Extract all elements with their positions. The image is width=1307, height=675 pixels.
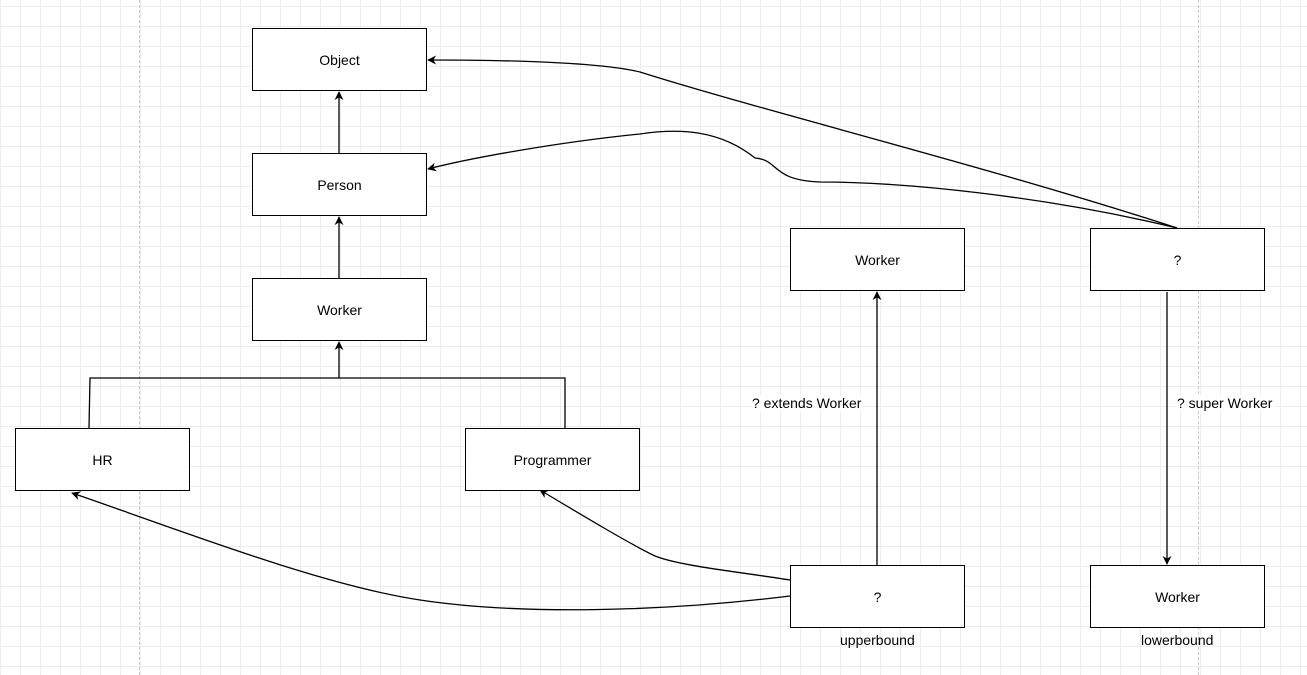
node-upper-target-label: Worker (855, 251, 900, 268)
node-object-label: Object (319, 51, 360, 68)
node-upper-wildcard-label: ? (873, 588, 882, 605)
node-upper-wildcard[interactable]: ? (790, 565, 965, 628)
edge-wildcard-to-person (427, 130, 1178, 229)
node-upper-target-worker[interactable]: Worker (790, 228, 965, 291)
node-object[interactable]: Object (252, 28, 427, 91)
node-person-label: Person (317, 176, 362, 193)
node-hr-label: HR (92, 451, 113, 468)
label-lowerbound: lowerbound (1141, 632, 1214, 648)
edge-upper-wildcard-to-programmer (539, 489, 791, 581)
edge-upper-wildcard-to-hr (71, 491, 791, 611)
node-lower-target-worker[interactable]: Worker (1090, 565, 1265, 628)
edge-hr-programmer-to-worker (88, 342, 566, 429)
node-lower-wildcard[interactable]: ? (1090, 228, 1265, 291)
node-lower-wildcard-label: ? (1173, 251, 1182, 268)
label-super-worker: ? super Worker (1175, 395, 1275, 411)
node-lower-target-label: Worker (1155, 588, 1200, 605)
page-break-line-right (1198, 0, 1199, 675)
node-worker[interactable]: Worker (252, 278, 427, 341)
page-break-line-left (139, 0, 140, 675)
label-upperbound: upperbound (840, 632, 915, 648)
edge-wildcard-to-object (427, 55, 1178, 229)
label-extends-worker: ? extends Worker (750, 395, 864, 411)
node-worker-label: Worker (317, 301, 362, 318)
node-programmer[interactable]: Programmer (465, 428, 640, 491)
node-person[interactable]: Person (252, 153, 427, 216)
node-programmer-label: Programmer (513, 451, 592, 468)
node-hr[interactable]: HR (15, 428, 190, 491)
